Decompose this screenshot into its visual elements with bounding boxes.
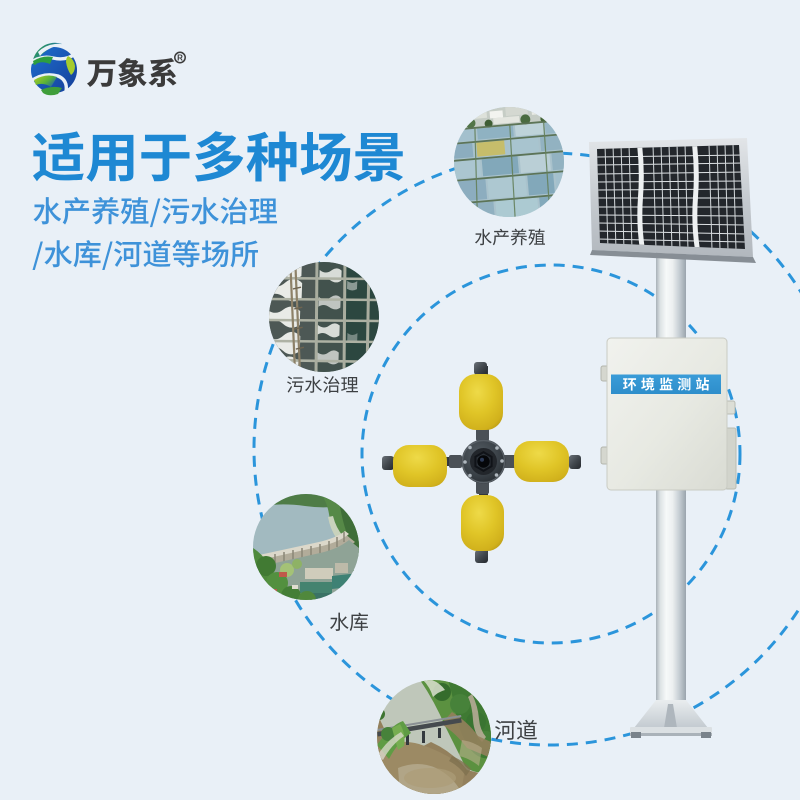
svg-text:R: R bbox=[177, 54, 183, 63]
